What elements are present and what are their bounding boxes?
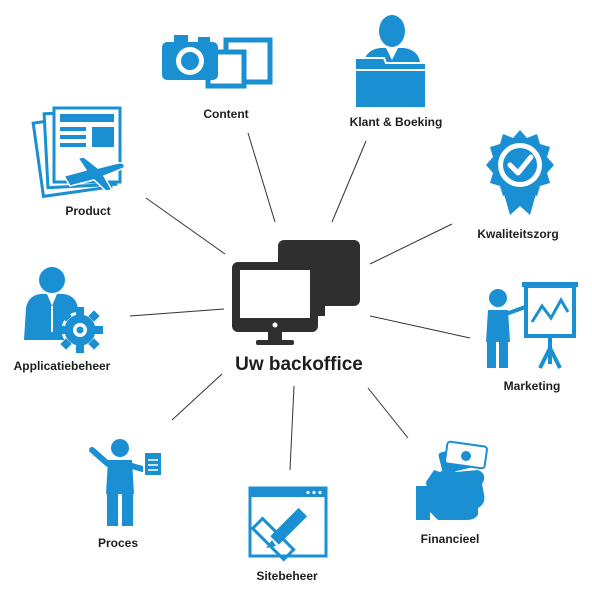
browser-design-icon <box>248 486 328 562</box>
quality-badge-icon <box>486 130 554 215</box>
node-label-content: Content <box>203 107 248 121</box>
connector-product <box>145 197 226 255</box>
connector-content <box>247 132 276 223</box>
connector-applicatiebeheer <box>129 308 225 317</box>
brochure-plane-icon <box>31 106 126 199</box>
node-label-proces: Proces <box>98 536 138 550</box>
person-folder-icon <box>354 15 427 109</box>
hand-money-icon <box>416 440 488 520</box>
connector-kwaliteitszorg <box>369 223 453 265</box>
node-label-product: Product <box>65 204 110 218</box>
connector-marketing <box>369 315 471 339</box>
node-label-sitebeheer: Sitebeheer <box>256 569 318 583</box>
person-gear-icon <box>24 267 103 353</box>
node-label-marketing: Marketing <box>504 379 561 393</box>
connector-financieel <box>367 387 409 439</box>
node-label-financieel: Financieel <box>421 532 480 546</box>
connector-lines <box>129 132 471 471</box>
connector-proces <box>171 373 223 421</box>
node-label-applicatiebeheer: Applicatiebeheer <box>14 359 111 373</box>
center-label: Uw backoffice <box>235 354 363 375</box>
presenter-chart-icon <box>486 282 578 369</box>
person-clipboard-icon <box>89 439 163 526</box>
monitors-icon <box>232 240 360 345</box>
connector-sitebeheer <box>289 385 295 471</box>
node-label-kwaliteitszorg: Kwaliteitszorg <box>477 227 558 241</box>
connector-klant-boeking <box>331 140 367 223</box>
node-label-klant-boeking: Klant & Boeking <box>350 115 443 129</box>
camera-photos-icon <box>162 35 273 89</box>
